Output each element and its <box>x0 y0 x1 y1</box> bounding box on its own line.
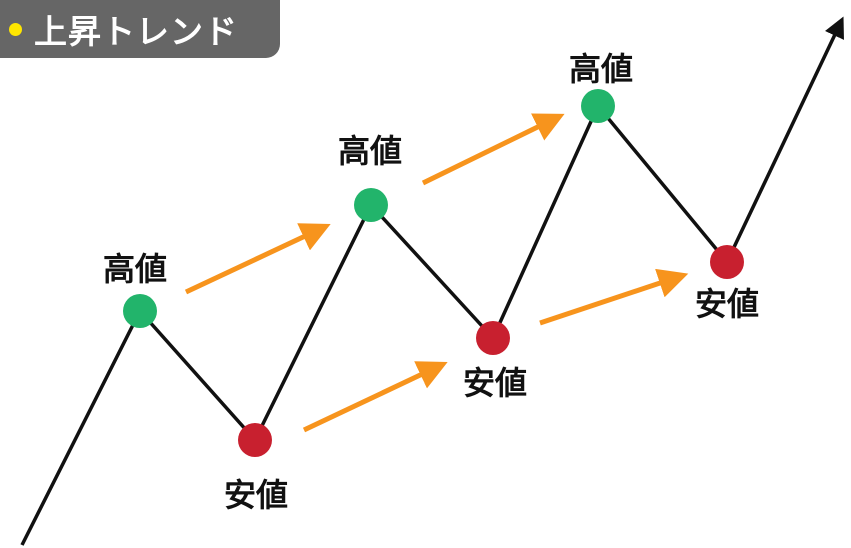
price-path-line <box>20 104 729 546</box>
trend-continuation-arrow <box>725 16 844 263</box>
high-point <box>354 188 388 222</box>
higher-high-arrow-1 <box>184 223 331 295</box>
title-badge-label: 上昇トレンド <box>34 12 238 51</box>
high-label: 高値 <box>103 250 167 288</box>
low-label: 安値 <box>695 285 759 323</box>
low-point <box>238 423 272 457</box>
high-label: 高値 <box>569 50 633 88</box>
title-badge: 上昇トレンド <box>0 0 280 58</box>
bullet-dot-icon <box>9 22 22 36</box>
higher-high-arrow-2 <box>421 113 565 186</box>
higher-low-arrow-1 <box>302 361 448 433</box>
high-point <box>581 89 615 123</box>
low-label: 安値 <box>224 476 288 514</box>
low-point <box>476 321 510 355</box>
low-point <box>710 245 744 279</box>
high-label: 高値 <box>338 132 402 170</box>
high-point <box>123 294 157 328</box>
higher-low-arrow-2 <box>539 268 689 326</box>
low-label: 安値 <box>463 364 527 402</box>
